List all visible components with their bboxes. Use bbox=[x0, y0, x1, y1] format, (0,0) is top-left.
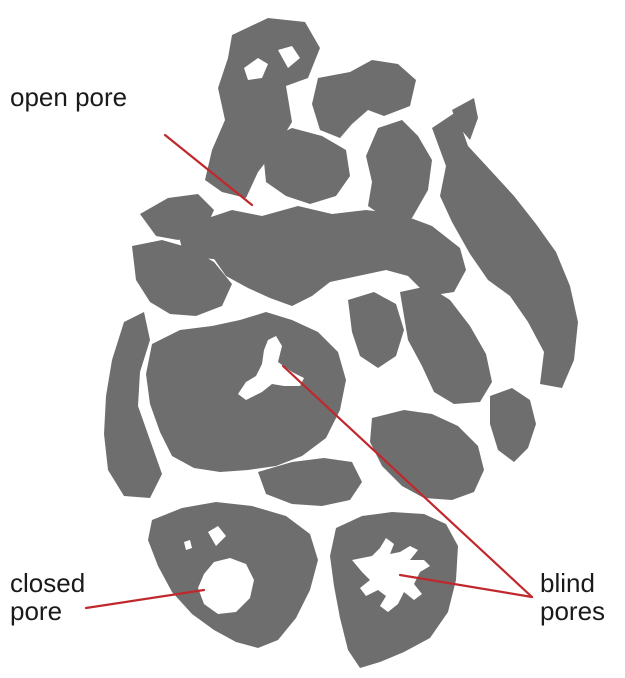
label-blind-pores-line2: pores bbox=[540, 596, 605, 626]
grain-mid-right-small bbox=[348, 292, 404, 368]
grain-upper-mid bbox=[262, 128, 350, 204]
label-blind-pores-line1: blind bbox=[540, 568, 595, 598]
solid-grains bbox=[104, 18, 578, 668]
grain-right-far-lower bbox=[490, 388, 536, 462]
label-closed-pore-line2: pore bbox=[10, 596, 62, 626]
grain-right-lower bbox=[370, 410, 484, 500]
grain-upper-mid-right bbox=[366, 120, 432, 220]
label-closed-pore-line1: closed bbox=[10, 568, 85, 598]
label-open-pore: open pore bbox=[10, 82, 127, 112]
grain-right-mid bbox=[400, 286, 492, 404]
